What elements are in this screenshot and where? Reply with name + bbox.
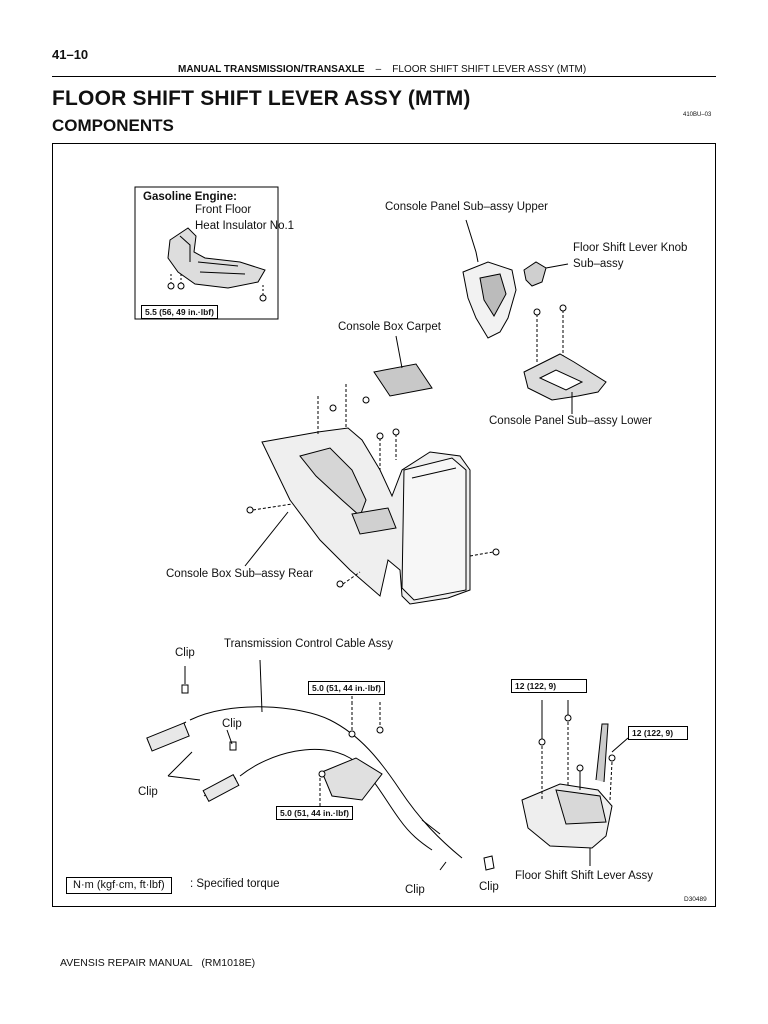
- running-header-section: MANUAL TRANSMISSION/TRANSAXLE: [178, 64, 365, 75]
- transmission-cable-drawing: [146, 659, 495, 871]
- footer: AVENSIS REPAIR MANUAL (RM1018E): [60, 957, 255, 969]
- console-panel-lower-label: Console Panel Sub–assy Lower: [489, 415, 653, 427]
- gasoline-inset-frame: [134, 186, 279, 320]
- clip-label-4: Clip: [405, 884, 425, 896]
- figure-id: D30489: [684, 896, 707, 903]
- heat-insulator-label: Heat Insulator No.1: [195, 220, 295, 232]
- footer-code: (RM1018E): [201, 957, 256, 969]
- running-header-topic: FLOOR SHIFT SHIFT LEVER ASSY (MTM): [392, 64, 587, 75]
- header-rule: [52, 76, 716, 77]
- gasoline-engine-heading: Gasoline Engine:: [143, 191, 237, 203]
- lever-right-torque: 12 (122, 9): [628, 726, 689, 740]
- transmission-cable-label: Transmission Control Cable Assy: [224, 638, 393, 650]
- running-header: MANUAL TRANSMISSION/TRANSAXLE – FLOOR SH…: [178, 64, 586, 75]
- clip-label-2: Clip: [222, 718, 242, 730]
- heat-insulator-drawing: [167, 227, 267, 302]
- console-box-carpet-label: Console Box Carpet: [338, 321, 441, 333]
- page-title: FLOOR SHIFT SHIFT LEVER ASSY (MTM): [52, 87, 471, 110]
- diagram-frame: [52, 143, 716, 907]
- specified-torque-text: : Specified torque: [190, 878, 280, 890]
- console-box-carpet-drawing: [373, 335, 433, 397]
- heat-insulator-torque: 5.5 (56, 49 in.·lbf): [141, 305, 218, 319]
- console-panel-lower-drawing: [523, 304, 607, 414]
- clip-label-1: Clip: [175, 647, 195, 659]
- shift-knob-label-1: Floor Shift Lever Knob: [573, 242, 688, 254]
- footer-manual: AVENSIS REPAIR MANUAL: [60, 957, 193, 969]
- cable-top-torque: 5.0 (51, 44 in.·lbf): [308, 681, 385, 695]
- console-panel-upper-drawing: [462, 219, 517, 339]
- document-code: 410BU–03: [683, 112, 712, 118]
- clip-label-3: Clip: [138, 786, 158, 798]
- console-box-rear-drawing: [244, 384, 500, 605]
- console-box-rear-label: Console Box Sub–assy Rear: [166, 568, 314, 580]
- section-subtitle: COMPONENTS: [52, 116, 174, 135]
- front-floor-label: Front Floor: [195, 204, 252, 216]
- running-header-separator: –: [375, 64, 382, 75]
- floor-shift-lever-label: Floor Shift Shift Lever Assy: [515, 870, 654, 882]
- torque-unit-legend: N·m (kgf·cm, ft·lbf): [66, 877, 172, 894]
- console-panel-upper-label: Console Panel Sub–assy Upper: [385, 201, 549, 213]
- page-number: 41–10: [52, 47, 89, 62]
- cable-bottom-torque: 5.0 (51, 44 in.·lbf): [276, 806, 353, 820]
- shift-knob-drawing: [523, 261, 569, 287]
- clip-label-5: Clip: [479, 881, 499, 893]
- lever-top-torque: 12 (122, 9): [511, 679, 588, 693]
- floor-shift-lever-drawing: [521, 700, 629, 866]
- shift-knob-label-2: Sub–assy: [573, 258, 624, 270]
